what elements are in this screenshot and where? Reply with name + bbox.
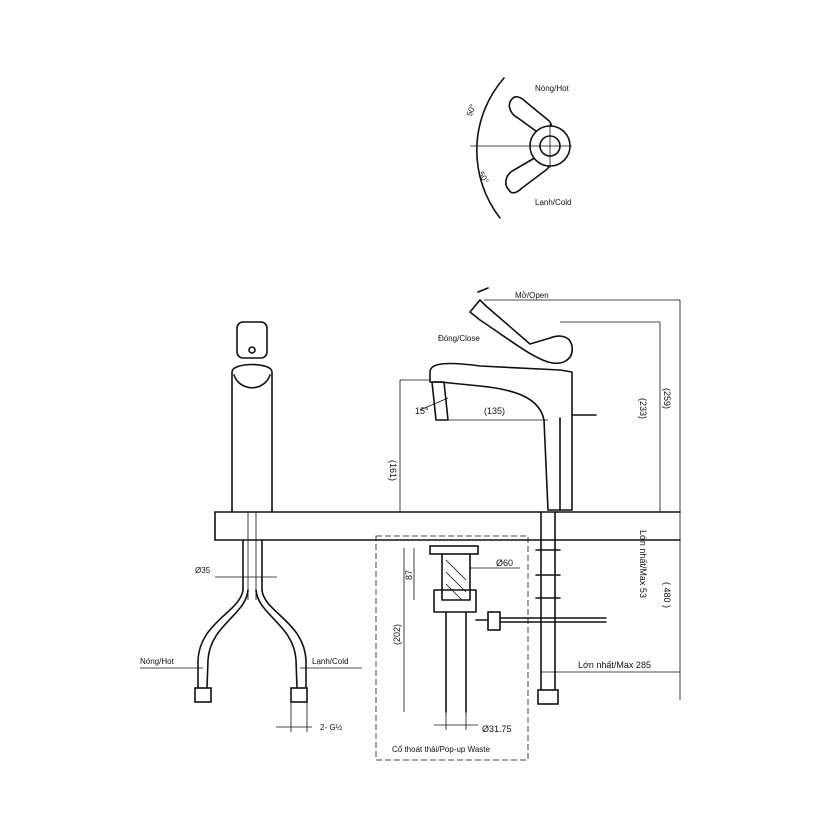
- open-label: Mở/Open: [515, 291, 549, 300]
- dim202-label: (202): [392, 624, 402, 645]
- cold-left-label: Lạnh/Cold: [312, 657, 348, 666]
- dia3175-label: Ø31.75: [482, 724, 512, 734]
- height-233-label: (233): [638, 398, 648, 419]
- front-handle: [236, 321, 268, 359]
- detail-frame: [375, 535, 529, 761]
- cold-hose: [255, 589, 298, 689]
- countertop: [214, 511, 681, 541]
- height-259-label: (259): [662, 388, 672, 409]
- max285-label: Lớn nhất/Max 285: [578, 660, 651, 670]
- cold-nut: [290, 687, 308, 703]
- hot-nut: [194, 687, 212, 703]
- angle-arc: [476, 77, 505, 219]
- side-view: 15° (135) (161) Mở/Open Đóng/Close (233)…: [388, 287, 681, 705]
- popup-waste-label: Cổ thoát thải/Pop-up Waste: [392, 745, 491, 754]
- dim87-label: 87: [404, 570, 414, 580]
- angle-hot-label: 50°: [465, 103, 478, 117]
- front-body: [231, 363, 273, 513]
- hot-left-label: Nóng/Hot: [140, 657, 175, 666]
- side-lever: [469, 299, 573, 364]
- reach-label: (135): [484, 406, 505, 416]
- front-view: Ø35 Nóng/Hot Lạnh/Cold 2- G½: [140, 321, 362, 732]
- popup-waste-detail: Ø60 87 (202) Ø31.75 Cổ thoát thải/Pop-up…: [375, 535, 529, 761]
- angle-cold-label: 50°: [477, 170, 491, 185]
- max53-label: Lớn nhất/Max 53: [638, 530, 648, 598]
- popup-pivot: [487, 611, 501, 631]
- side-spout: [429, 362, 573, 511]
- waste-flange: [429, 545, 479, 555]
- hot-hose: [206, 589, 249, 689]
- dim480-label: ( 480 ): [662, 582, 672, 608]
- close-label: Đóng/Close: [438, 334, 480, 343]
- lever-angle-view: Nóng/Hot Lạnh/Cold 50° 50°: [465, 77, 572, 219]
- dia35-label: Ø35: [195, 566, 211, 575]
- hot-top-label: Nóng/Hot: [535, 84, 570, 93]
- cold-top-label: Lạnh/Cold: [535, 198, 571, 207]
- thread-label: 2- G½: [320, 723, 343, 732]
- tilt-label: 15°: [415, 406, 429, 416]
- side-nut: [537, 689, 559, 705]
- dia60-label: Ø60: [496, 558, 513, 568]
- height-161-label: (161): [388, 460, 398, 481]
